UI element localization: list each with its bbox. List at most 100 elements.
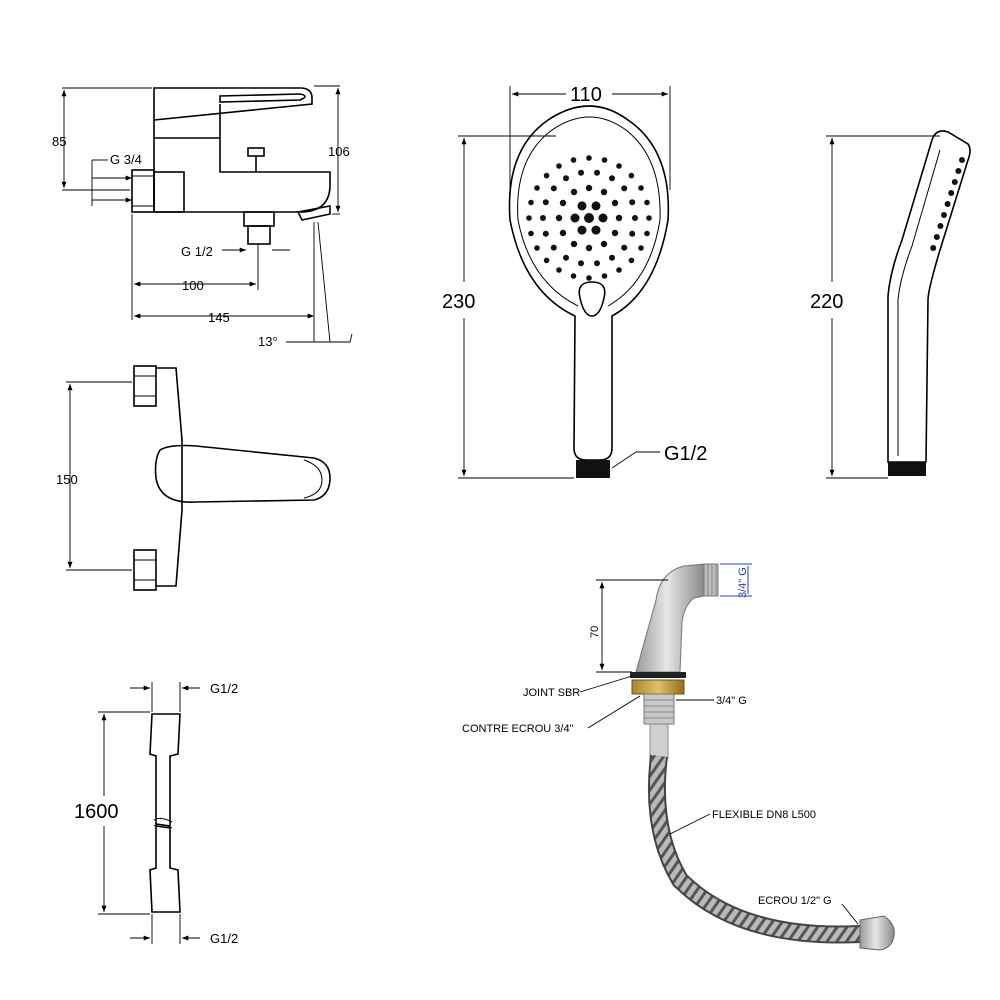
dim-34g-vertical: 3/4" G [737,567,749,598]
nozzle [591,201,601,211]
dim-106: 106 [328,144,350,159]
nozzle [543,172,550,179]
dim-hose-bottom: G1/2 [210,931,238,946]
dim-110: 110 [570,84,602,106]
nozzle [534,245,540,251]
nozzle [555,214,563,222]
side-nozzle [941,212,947,218]
side-nozzle [948,190,955,196]
nozzle [644,230,650,237]
side-nozzle [951,179,958,185]
nozzle [570,240,578,248]
dim-g12-head: G1/2 [664,443,707,465]
dim-g12-mixer: G 1/2 [181,244,213,259]
nozzle [646,215,652,221]
nozzle [615,214,623,222]
side-nozzle [955,168,962,174]
nozzle [621,185,628,192]
shower-hose: G1/2 1600 G1/2 [74,681,238,946]
nozzle [528,230,534,237]
dim-13deg: 13° [258,334,278,349]
dim-145: 145 [208,310,230,325]
nozzle [644,199,650,206]
nozzle [632,215,638,221]
dim-85: 85 [52,134,66,149]
nozzle [585,244,593,252]
nozzle [638,185,644,191]
nozzle [526,215,532,221]
shower-head-side: 220 [810,130,971,479]
nozzle [616,267,622,273]
side-nozzle [937,223,944,229]
nozzle [585,184,593,192]
nozzle-pattern [526,155,652,281]
nozzle [586,155,592,161]
nozzle [609,254,615,261]
nozzle [550,244,557,251]
dim-220: 220 [810,291,843,313]
nozzle [556,163,562,169]
nozzle [629,199,636,206]
nozzle [534,185,540,191]
nozzle [542,199,549,206]
nozzle [563,175,569,182]
nozzle [570,188,578,196]
nozzle [628,172,635,179]
side-nozzle-pattern [930,157,965,251]
nozzle [598,213,608,223]
label-flexible: FLEXIBLE DN8 L500 [712,809,816,821]
nozzle [638,245,644,251]
dim-230: 230 [442,291,475,313]
nozzle [570,273,577,279]
side-nozzle [933,234,940,240]
nozzle [611,199,619,207]
nozzle [570,213,580,223]
nozzle [550,185,557,192]
nozzle [628,257,635,264]
nozzle [601,273,608,279]
nozzle [578,169,584,176]
nozzle [578,260,584,267]
nozzle [556,267,562,273]
label-joint-sbr: JOINT SBR [523,687,580,699]
nozzle [586,275,592,281]
nozzle [528,199,534,206]
mixer-top-view: 150 [56,365,331,591]
label-ecrou: ECROU 1/2" G [758,895,832,907]
nozzle [616,163,622,169]
nozzle [629,230,636,237]
dim-g34: G 3/4 [110,152,142,167]
mixer-side-view: 85 G 3/4 106 G 1/2 100 145 13° [52,85,353,349]
nozzle [609,175,615,182]
side-nozzle [959,157,965,163]
dim-70: 70 [589,626,601,638]
label-34g: 3/4" G [716,695,747,707]
nozzle [540,215,546,221]
dim-100: 100 [182,278,204,293]
nozzle [577,225,587,235]
dim-150: 150 [56,472,78,487]
nozzle [600,188,608,196]
nozzle [584,213,594,223]
dim-1600: 1600 [74,801,119,823]
label-contre-ecrou: CONTRE ECROU 3/4" [462,723,574,735]
nozzle [601,157,608,163]
nozzle [577,201,587,211]
nozzle [543,257,550,264]
nozzle [594,169,600,176]
nozzle [621,244,628,251]
nozzle [542,230,549,237]
dim-hose-top: G1/2 [210,681,238,696]
side-nozzle [944,201,951,207]
nozzle [570,157,577,163]
fitting-assembly: 3/4" G 70 JOINT SBR 3/4" G CONTRE ECROU … [462,563,895,951]
nozzle [559,229,567,237]
shower-head-front: 110 230 G1/2 [442,84,707,479]
side-nozzle [930,245,937,251]
nozzle [563,254,569,261]
nozzle [611,229,619,237]
nozzle [600,240,608,248]
nozzle [591,225,601,235]
nozzle [559,199,567,207]
